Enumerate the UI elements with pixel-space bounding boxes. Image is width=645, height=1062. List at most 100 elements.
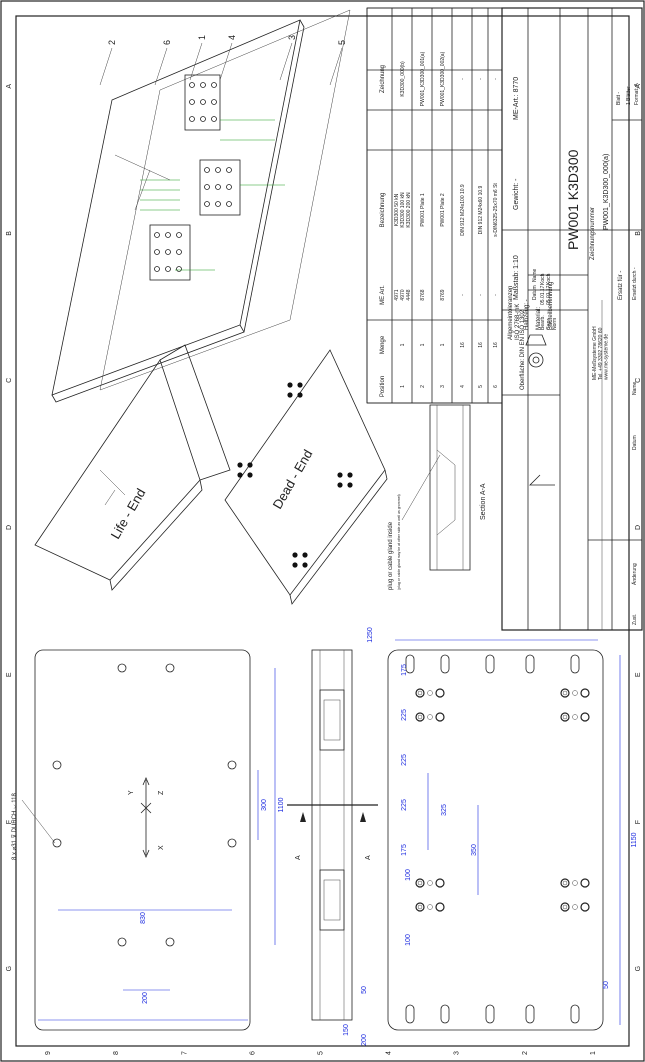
bom-cell: - bbox=[493, 78, 499, 80]
slot-icon bbox=[440, 654, 450, 674]
dimension-label: 225 bbox=[401, 754, 408, 766]
bore-hole-icon bbox=[560, 712, 570, 722]
cut-a-left: A bbox=[295, 855, 302, 860]
bolt-icon bbox=[154, 232, 160, 238]
bolt-icon bbox=[154, 266, 160, 272]
bom-header: Bezeichnung bbox=[380, 193, 386, 228]
bom-cell: 4971 bbox=[394, 289, 400, 300]
bolt-icon bbox=[189, 116, 195, 122]
bom-cell: 16 bbox=[460, 342, 466, 348]
bom-cell: PW001 Plate 2 bbox=[440, 193, 446, 227]
bom-cell: - bbox=[460, 78, 466, 80]
frame-letter: E bbox=[6, 672, 13, 677]
frame-number: 1 bbox=[590, 1051, 597, 1055]
load-cell-group bbox=[149, 74, 241, 281]
tb-drawing-label: Zeichnungsnummer bbox=[590, 207, 596, 260]
bore-hole-icon bbox=[560, 878, 570, 888]
bom-header: ME Art. bbox=[380, 285, 386, 305]
bom-header: Menge bbox=[380, 335, 386, 354]
tb-row-role: Bearb. bbox=[540, 315, 546, 330]
tb-replace: Ersatz für - bbox=[618, 271, 624, 300]
bom-cell: - bbox=[478, 294, 484, 296]
frame-inner bbox=[15, 15, 630, 1047]
bolt-icon bbox=[200, 82, 206, 88]
dimension-label: 150 bbox=[343, 1024, 350, 1036]
bolt-icon bbox=[176, 249, 182, 255]
tb-rev-zust: Zust. bbox=[632, 614, 638, 625]
bore-hole-icon bbox=[347, 472, 353, 478]
slot-icon bbox=[485, 654, 495, 674]
dimension-label: 100 bbox=[405, 934, 412, 946]
bom-cell: K3D300 100 kN bbox=[400, 192, 406, 228]
bolt-icon bbox=[226, 167, 232, 173]
dimension-label: 200 bbox=[361, 1034, 368, 1046]
bolt-icon bbox=[154, 249, 160, 255]
bom-cell: K3D300 200 kN bbox=[406, 192, 412, 228]
tb-material: Material: bbox=[536, 307, 542, 330]
dead-end-hole-pattern bbox=[237, 382, 353, 568]
mounting-hole-icon bbox=[117, 937, 127, 947]
bom-cell: 4448 bbox=[406, 289, 412, 300]
slot-icon bbox=[405, 1004, 415, 1024]
projection-symbol-icon bbox=[525, 334, 547, 368]
dimension-label: 325 bbox=[441, 804, 448, 816]
bore-hole-icon bbox=[415, 902, 425, 912]
bottom-view bbox=[387, 639, 621, 1031]
section-label: Section A-A bbox=[480, 483, 487, 520]
bom-cell: 1 bbox=[400, 343, 406, 346]
frame-number: 5 bbox=[318, 1051, 325, 1055]
life-end-axis-icon bbox=[99, 469, 126, 506]
tb-company: ME-Meßsysteme GmbHTel. +49 3302 78620 60… bbox=[592, 326, 610, 380]
slot-icon bbox=[525, 1004, 535, 1024]
tb-row-role: Gepr. bbox=[546, 318, 552, 330]
bore-hole-icon bbox=[297, 382, 303, 388]
bolt-icon bbox=[215, 167, 221, 173]
bolt-icon bbox=[226, 201, 232, 207]
bore-hole-icon bbox=[337, 482, 343, 488]
bom-cell: PW001 Plate 1 bbox=[420, 193, 426, 227]
frame-letter: B bbox=[635, 231, 642, 236]
bolt-icon bbox=[165, 266, 171, 272]
bom-cell: DIN 912 M24x60 10.9 bbox=[478, 185, 484, 234]
bom-cell: - bbox=[478, 78, 484, 80]
callout-number: 4 bbox=[227, 35, 237, 40]
slot-icon bbox=[485, 1004, 495, 1024]
bolt-icon bbox=[176, 232, 182, 238]
bolt-icon bbox=[211, 82, 217, 88]
tb-rev-name: Name bbox=[632, 381, 638, 395]
bolt-icon bbox=[204, 201, 210, 207]
bore-hole-icon bbox=[347, 482, 353, 488]
tb-row-role: Norm bbox=[552, 318, 558, 330]
bom-cell: 16 bbox=[478, 342, 484, 348]
bom-cell: 6 bbox=[493, 385, 499, 388]
dimension-label: 1150 bbox=[631, 832, 638, 847]
bom-cell: 2 bbox=[420, 385, 426, 388]
surface-finish-icon bbox=[529, 474, 555, 486]
slot-icon bbox=[405, 654, 415, 674]
dimension-label: 350 bbox=[471, 844, 478, 856]
life-end-view: Life - End bbox=[34, 344, 231, 591]
callout-number: 1 bbox=[197, 35, 207, 40]
dead-end-label: Dead - End bbox=[270, 447, 316, 511]
mounting-hole-icon bbox=[165, 663, 175, 673]
tb-row-name: Koch bbox=[540, 273, 546, 285]
tb-tolerances: AllgemeintoleranzenISO 2768-mK bbox=[508, 286, 521, 340]
bolt-icon bbox=[226, 184, 232, 190]
frame-number: 4 bbox=[386, 1051, 393, 1055]
bolt-icon bbox=[189, 99, 195, 105]
bolt-icon bbox=[215, 201, 221, 207]
frame-number: 3 bbox=[454, 1051, 461, 1055]
hole-note: 8 x ⌀31 ⊽ DURCH ⌵ 118 bbox=[11, 793, 18, 860]
callout-number: 3 bbox=[287, 35, 297, 40]
tb-drawing-no: PW001_K3D300_000(a) bbox=[603, 154, 610, 230]
bore-hole-icon bbox=[237, 462, 243, 468]
callout-number: 2 bbox=[107, 40, 117, 45]
mounting-hole-icon bbox=[227, 760, 237, 770]
bore-hole-icon bbox=[237, 472, 243, 478]
coordinate-axes-icon: Y Z X bbox=[128, 776, 165, 859]
dimension-label: 175 bbox=[401, 844, 408, 856]
